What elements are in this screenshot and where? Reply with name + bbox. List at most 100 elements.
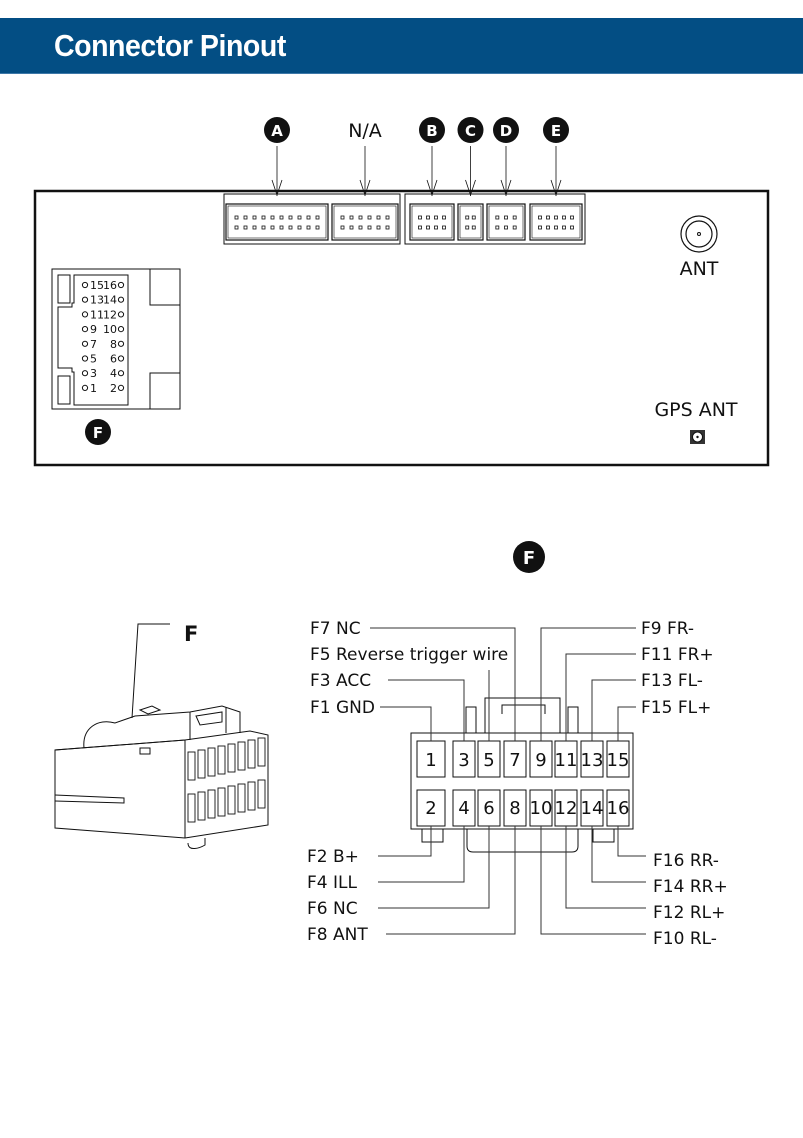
leader-f12 xyxy=(565,826,646,909)
connector-a-badge-text: A xyxy=(271,122,283,140)
leader-f13 xyxy=(591,679,636,741)
pin-label-f13: F13 FL- xyxy=(641,671,703,691)
connector-b-pin xyxy=(426,225,430,230)
plug-cavity xyxy=(217,745,226,775)
connector-na-pin xyxy=(367,215,372,220)
connector-e-arrow xyxy=(550,179,562,197)
connector-housing xyxy=(410,732,634,830)
pin-number: 8 xyxy=(509,798,520,819)
f-socket-pin-left: 7 xyxy=(90,338,97,351)
f-plug-leader xyxy=(131,623,170,719)
connector-c-pin xyxy=(471,225,476,230)
connector-frame-a xyxy=(223,193,401,245)
plug-cavity xyxy=(207,747,216,777)
pin-number: 11 xyxy=(555,750,578,771)
pin-label-f6: F6 NC xyxy=(307,899,358,919)
f-socket-pin-dot xyxy=(117,281,125,289)
housing-tab-left xyxy=(465,706,477,733)
leader-f4 xyxy=(378,826,465,883)
plug-cavity xyxy=(217,787,226,817)
pin-label-f7: F7 NC xyxy=(310,619,361,639)
f-socket-tab-top xyxy=(149,268,181,306)
connector-na-pin xyxy=(385,225,390,230)
head-unit-rear-panel xyxy=(33,189,770,467)
connector-na-inner xyxy=(333,205,397,239)
connector-a-pin xyxy=(261,225,266,230)
connector-na-pin xyxy=(349,215,354,220)
connector-d-arrow xyxy=(500,179,512,197)
f-badge-unit: F xyxy=(85,419,111,445)
connector-d-pin xyxy=(504,225,508,230)
plug-cavity xyxy=(257,737,266,767)
connector-b-pin xyxy=(442,225,446,230)
f-plug-cavities xyxy=(187,737,266,823)
plug-cavity xyxy=(197,791,206,821)
housing-latch xyxy=(484,697,561,733)
plug-cavity xyxy=(247,739,256,769)
f-detail-badge: F xyxy=(513,541,545,573)
connector-e-pin xyxy=(538,215,542,220)
housing-tab-right xyxy=(567,706,579,733)
f-detail-badge-text: F xyxy=(523,548,535,569)
connector-na-label: N/A xyxy=(348,120,382,142)
pin-label-f14: F14 RR+ xyxy=(653,877,728,897)
f-socket-pin-left: 1 xyxy=(90,382,97,395)
f-socket-pin-left: 5 xyxy=(90,353,97,366)
connector-c-badge-text: C xyxy=(465,122,476,140)
connector-na-arrow xyxy=(359,179,371,197)
connector-b-pin xyxy=(434,215,438,220)
connector-e-pin xyxy=(554,225,558,230)
connector-a-pin xyxy=(261,215,266,220)
f-socket-pin-dot xyxy=(81,355,89,362)
f-socket-pin-right: 12 xyxy=(103,308,117,321)
connector-e-badge-text: E xyxy=(551,122,561,140)
connector-na-body xyxy=(331,203,399,241)
f-plug-illustration: F xyxy=(54,622,269,849)
f-socket-pin-left: 11 xyxy=(90,308,104,321)
connector-a-pin xyxy=(234,215,239,220)
connector-a-pin xyxy=(234,225,239,230)
f-plug-label: F xyxy=(184,622,198,646)
f-socket-pin-right: 14 xyxy=(103,294,117,307)
connector-a-pin xyxy=(279,215,284,220)
connector-d-pin xyxy=(512,215,517,220)
housing-latch-inner xyxy=(501,704,546,714)
f-socket-pin-dot xyxy=(117,340,125,347)
pin-number: 16 xyxy=(607,798,630,819)
connector-e-pin xyxy=(570,215,574,220)
connector-c-pin xyxy=(471,215,476,220)
pin-label-f11: F11 FR+ xyxy=(641,645,714,665)
pin-number: 1 xyxy=(425,750,436,771)
connector-a-pin xyxy=(279,225,284,230)
connector-a-pin xyxy=(288,215,293,220)
pin-number: 5 xyxy=(483,750,494,771)
connector-a-pin xyxy=(306,225,311,230)
connector-na-pin xyxy=(376,215,381,220)
f-socket-pin-dot xyxy=(117,384,125,391)
connector-b-pin xyxy=(418,225,422,230)
connector-e-pin xyxy=(562,215,566,220)
f-detail-badge-circle xyxy=(513,541,545,573)
connector-a-badge xyxy=(264,117,290,143)
f-socket-pin-right: 10 xyxy=(103,323,117,336)
head-unit-outline xyxy=(33,189,770,467)
f-socket-pin-dot xyxy=(81,384,89,391)
connector-a-pin xyxy=(315,215,320,220)
pin-label-f12: F12 RL+ xyxy=(653,903,725,923)
leader-f11 xyxy=(565,653,636,741)
connector-e-pin xyxy=(562,225,566,230)
connector-d-badge xyxy=(493,117,519,143)
pin-label-f10: F10 RL- xyxy=(653,929,717,949)
pin-number: 7 xyxy=(509,750,520,771)
f-socket-pin-dot xyxy=(81,370,89,377)
connector-a-inner xyxy=(227,205,327,239)
pin-number: 2 xyxy=(425,798,436,819)
housing-bottom-lip xyxy=(466,829,579,853)
pin-number: 13 xyxy=(581,750,604,771)
housing-foot-right xyxy=(592,829,615,843)
plug-cavity xyxy=(237,783,246,813)
pin-number: 15 xyxy=(607,750,630,771)
connector-na-pin xyxy=(349,225,354,230)
gps-ant-jack-pin xyxy=(696,435,699,439)
